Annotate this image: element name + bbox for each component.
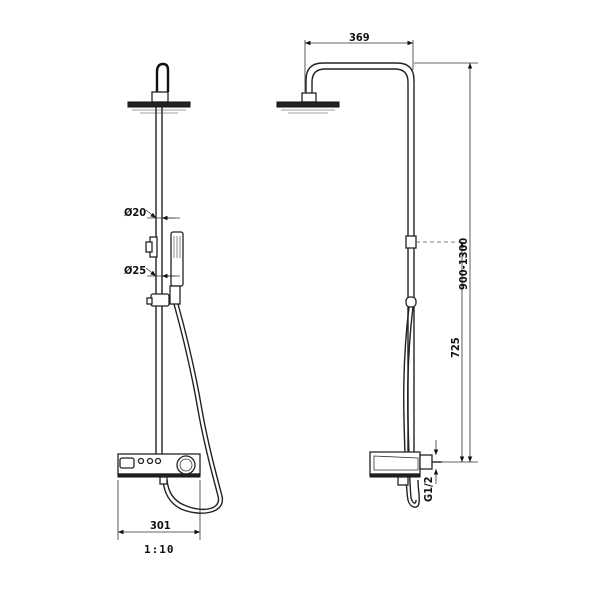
rain-shower-head-side (276, 92, 340, 114)
riser-pipe-front (155, 107, 163, 455)
height-dimension-900-1300: 900-1300 (414, 62, 478, 463)
mixer-side (369, 451, 442, 486)
arm-dimension-369: 369 (304, 31, 414, 92)
front-view: Ø20 Ø25 (117, 62, 223, 556)
hose-front (162, 303, 223, 514)
thread-label: G1/2 (422, 476, 435, 502)
diameter-20-dimension: Ø20 (124, 206, 180, 221)
diameter-25-label: Ø25 (124, 264, 146, 277)
wall-bracket-front (146, 293, 170, 307)
diameter-20-label: Ø20 (124, 206, 146, 219)
side-view: 369 (276, 31, 478, 508)
shower-arm-side (305, 62, 415, 236)
arm-length-label: 369 (349, 31, 370, 44)
width-301-label: 301 (150, 519, 171, 532)
rain-shower-head-front (127, 62, 191, 114)
slide-bar-holder-front (145, 236, 158, 258)
height-dimension-725: 725 (449, 242, 465, 462)
slide-height-label: 725 (449, 337, 462, 358)
thermostatic-mixer-front (117, 453, 201, 485)
hand-shower-front (169, 231, 184, 305)
diameter-25-dimension: Ø25 (124, 264, 180, 279)
scale-label: 1:10 (144, 543, 175, 556)
width-dimension-301: 301 (117, 480, 201, 540)
sliding-holder-side (405, 235, 462, 249)
total-height-label: 900-1300 (457, 238, 470, 290)
thread-g12-dimension: G1/2 (422, 440, 439, 502)
